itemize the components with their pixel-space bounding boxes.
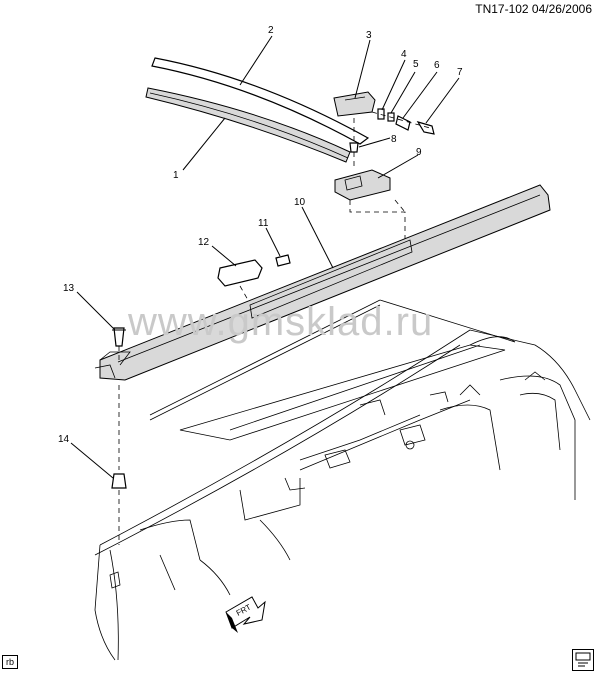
nut-14 (111, 473, 127, 489)
callout-2: 2 (268, 25, 274, 36)
vehicle-roof-body (94, 299, 591, 661)
nut-11 (275, 254, 291, 267)
watermark: www.gmsklad.ru (128, 300, 434, 344)
diagram-code: TN17-102 04/26/2006 (475, 2, 592, 16)
callout-1: 1 (173, 170, 179, 181)
screw-8 (349, 142, 359, 153)
end-cap-3 (333, 91, 376, 117)
screw-7 (416, 121, 435, 135)
callout-7: 7 (457, 67, 463, 78)
callout-10: 10 (294, 197, 306, 208)
bolt-6 (395, 115, 411, 131)
callout-11: 11 (258, 218, 269, 229)
leader-lines (70, 35, 460, 479)
callout-12: 12 (198, 237, 210, 248)
front-direction-arrow: FRT (225, 596, 266, 633)
callout-8: 8 (391, 134, 397, 145)
callout-13: 13 (63, 283, 75, 294)
support-bracket-9 (334, 169, 391, 201)
clip-12 (217, 259, 263, 287)
callout-5: 5 (413, 59, 419, 70)
callout-6: 6 (434, 60, 440, 71)
roof-rail-cover-2 (151, 57, 370, 145)
side-rail-10 (99, 184, 551, 381)
roof-rail-1 (145, 87, 351, 163)
bolt-13 (113, 327, 125, 347)
callout-9: 9 (416, 147, 422, 158)
callout-4: 4 (401, 49, 407, 60)
callout-3: 3 (366, 30, 372, 41)
publisher-logo-icon (572, 649, 594, 671)
corner-tag: rb (2, 655, 19, 669)
spacer-4 (377, 108, 385, 120)
callout-14: 14 (58, 434, 70, 445)
